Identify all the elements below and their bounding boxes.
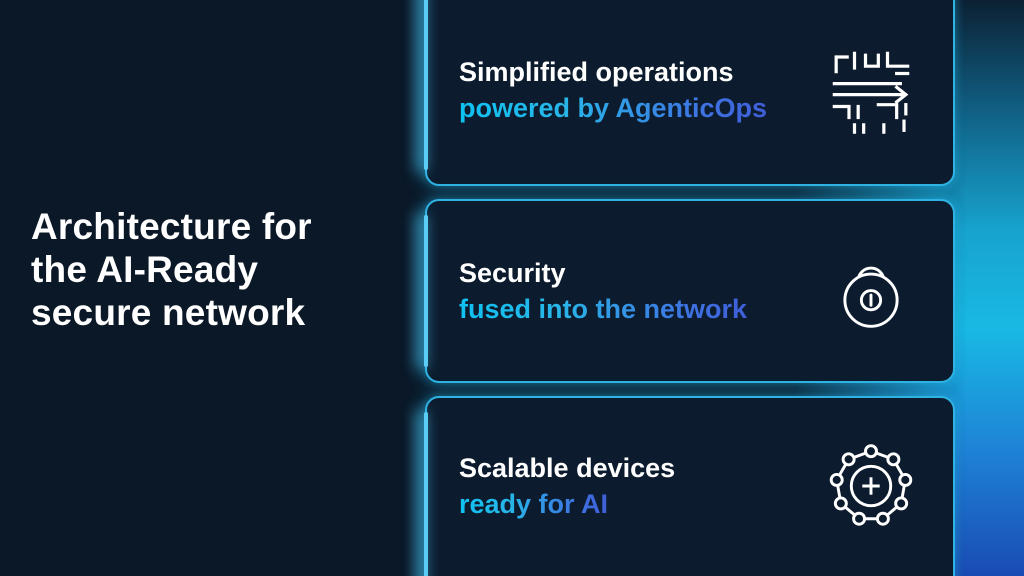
cards-column: Simplified operations powered by Agentic…: [424, 0, 955, 576]
card-subtitle: fused into the network: [459, 291, 747, 327]
card-title: Scalable devices: [459, 453, 676, 483]
padlock-icon: [843, 266, 899, 328]
headline-line-2: the AI-Ready: [31, 249, 259, 290]
headline-line-3: secure network: [31, 292, 306, 333]
card-text: Simplified operations powered by Agentic…: [459, 54, 767, 126]
headline: Architecture for the AI-Ready secure net…: [31, 205, 312, 334]
card-scalable-devices: Scalable devices ready for AI: [424, 396, 955, 576]
headline-line-1: Architecture for: [31, 206, 312, 247]
card-title: Simplified operations: [459, 57, 734, 87]
molecule-plus-icon: [829, 444, 913, 526]
card-subtitle: ready for AI: [459, 486, 608, 522]
card-text: Security fused into the network: [459, 255, 747, 327]
card-subtitle: powered by AgenticOps: [459, 90, 767, 126]
circuit-arrow-icon: [832, 51, 910, 134]
card-text: Scalable devices ready for AI: [459, 450, 675, 522]
card-security: Security fused into the network: [424, 199, 955, 383]
card-title: Security: [459, 258, 566, 288]
card-simplified-operations: Simplified operations powered by Agentic…: [424, 0, 955, 186]
